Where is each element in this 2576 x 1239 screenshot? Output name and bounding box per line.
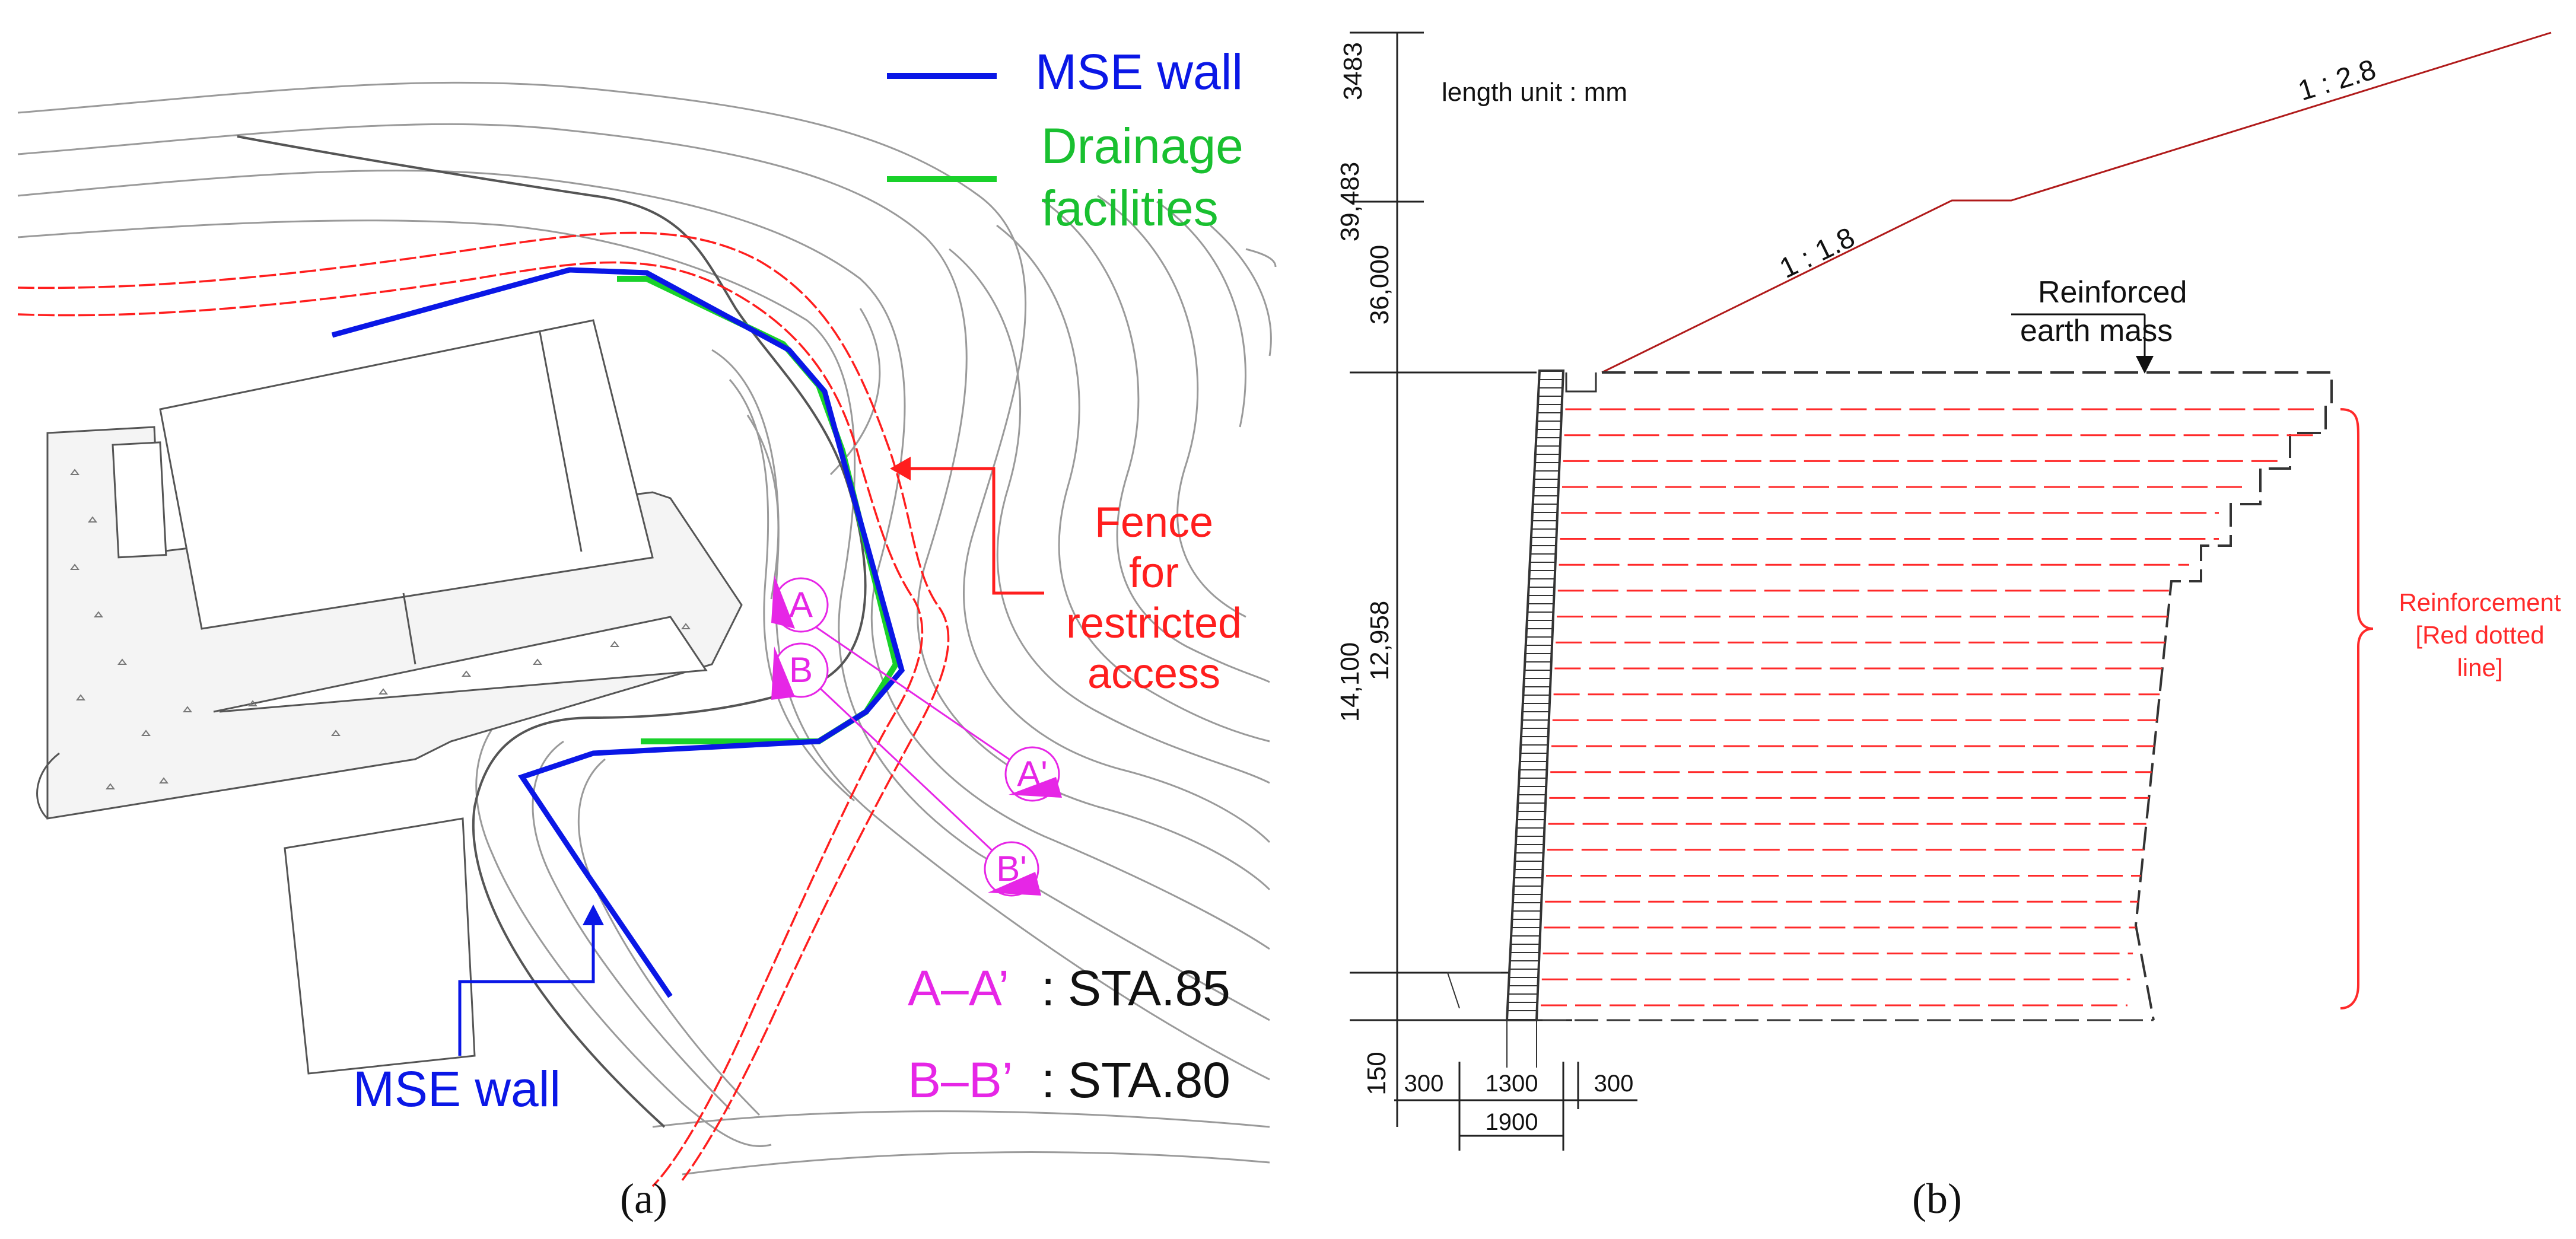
section-marker-B-prime-label: B' — [996, 849, 1026, 888]
reinforcement-label-1: Reinforcement — [2399, 588, 2561, 616]
reinforced-mass-label-2: earth mass — [2020, 314, 2173, 348]
fence-line-inner — [17, 261, 924, 1187]
outer-contour — [237, 135, 867, 1128]
dimension-bottom — [1394, 1062, 1637, 1151]
section-marker-A-prime-label: A' — [1017, 754, 1047, 794]
dim-14100: 14,100 — [1335, 642, 1365, 722]
section-a-label: A–A’ — [908, 960, 1009, 1016]
reinforcement-label-2: [Red dotted — [2415, 621, 2544, 649]
fence-label-1: Fence — [1095, 499, 1213, 546]
section-lines — [800, 616, 1027, 867]
section-marker-A-prime: A' — [1004, 746, 1062, 802]
section-marker-B-label: B — [789, 650, 813, 690]
buildings — [112, 319, 708, 1075]
slope-profile — [1601, 31, 2552, 374]
dim-39483: 39,483 — [1335, 162, 1365, 242]
wall-facing — [1446, 370, 1597, 1068]
slope-lower-label: 1 : 1.8 — [1775, 222, 1860, 285]
dim-1900: 1900 — [1486, 1109, 1538, 1135]
section-b-label: B–B’ — [908, 1052, 1013, 1108]
section-table: A–A’ : STA.85 B–B’ : STA.80 — [908, 960, 1230, 1108]
mse-wall-callout: MSE wall — [353, 904, 604, 1117]
reinforcement-lines — [1541, 408, 2314, 1007]
fence-label-2: for — [1129, 549, 1179, 597]
panel-a: A B A' B' MSE wall Drainage facilities — [17, 44, 1277, 1222]
reinforcement-bracket — [2340, 408, 2374, 1009]
reinforced-mass-boundary — [1602, 371, 2333, 1021]
legend: MSE wall Drainage facilities — [887, 44, 1244, 236]
unit-note: length unit : mm — [1442, 78, 1627, 107]
section-marker-A: A — [771, 575, 829, 633]
section-a-colon: : — [1041, 960, 1055, 1016]
dim-300-right: 300 — [1594, 1071, 1634, 1097]
mse-wall-callout-label: MSE wall — [353, 1061, 561, 1117]
dim-36000: 36,000 — [1365, 245, 1394, 325]
fence-label-3: restricted — [1066, 600, 1242, 647]
gravel-texture — [70, 469, 691, 789]
fence-label-4: access — [1087, 650, 1220, 697]
reinforced-mass-arrow — [2136, 356, 2154, 374]
section-b-colon: : — [1041, 1052, 1055, 1108]
mse-wall-lines — [331, 267, 905, 998]
caption-a: (a) — [620, 1175, 667, 1222]
dim-300-left: 300 — [1404, 1071, 1444, 1097]
reinforcement-label-3: line] — [2457, 654, 2502, 681]
reinforced-mass-label-1: Reinforced — [2038, 275, 2187, 310]
dimension-vertical — [1350, 31, 1572, 1127]
section-marker-B-prime: B' — [984, 841, 1041, 897]
legend-drainage-label-1: Drainage — [1041, 118, 1244, 174]
panel-b: 3483 39,483 36,000 14,100 12,958 150 300… — [1335, 31, 2561, 1222]
section-a-station: STA.85 — [1068, 960, 1230, 1016]
dim-150: 150 — [1362, 1052, 1391, 1095]
section-marker-B: B — [771, 642, 829, 700]
section-marker-A-label: A — [789, 585, 813, 625]
section-b-station: STA.80 — [1068, 1052, 1230, 1108]
legend-drainage-label-2: facilities — [1041, 180, 1219, 236]
dim-1300: 1300 — [1486, 1071, 1538, 1097]
dim-3483: 3483 — [1338, 42, 1367, 100]
caption-b: (b) — [1912, 1175, 1962, 1222]
dim-12958: 12,958 — [1365, 601, 1394, 681]
fence-callout: Fence for restricted access — [890, 457, 1242, 697]
legend-mse-wall-label: MSE wall — [1035, 44, 1243, 100]
